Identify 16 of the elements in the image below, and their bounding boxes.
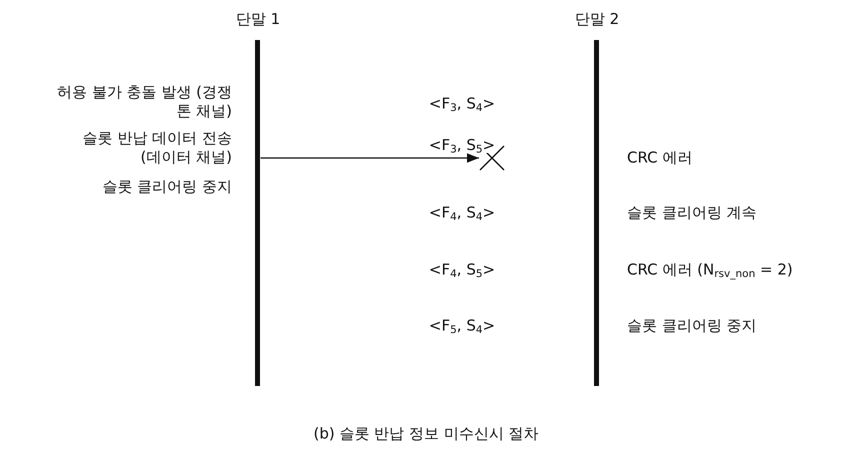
message-label: <F$_{4}$, S$_{4}$> (428, 204, 496, 222)
status-text: 슬롯 클리어링 중지 (627, 316, 757, 336)
lifeline-header: 단말 2 (574, 10, 620, 29)
message-label: <F$_{3}$, S$_{4}$> (428, 94, 496, 114)
status-text: CRC 에러 (627, 148, 692, 168)
note-text: 허용 불가 충돌 발생 (경쟁 톤 채널) (57, 83, 232, 121)
message-label: <F$_{4}$, S$_{5}$> (428, 260, 496, 280)
arrow (260, 153, 479, 163)
caption: (b) 슬롯 반납 정보 미수신시 절차 (313, 424, 539, 444)
status-text: 슬롯 클리어링 중지 (102, 178, 232, 196)
note-text: 슬롯 반납 데이터 전송 (데이터 채널) (82, 129, 232, 167)
status-text: CRC 에러 (N$_{rsv_non}$ = 2) (627, 260, 793, 280)
edge-label: <F$_{3}$, S$_{5}$> (428, 137, 496, 153)
status-text: 슬롯 클리어링 계속 (627, 204, 757, 222)
lifeline-header: 단말 1 (234, 10, 282, 29)
message-label: <F$_{5}$, S$_{4}$> (428, 316, 496, 336)
